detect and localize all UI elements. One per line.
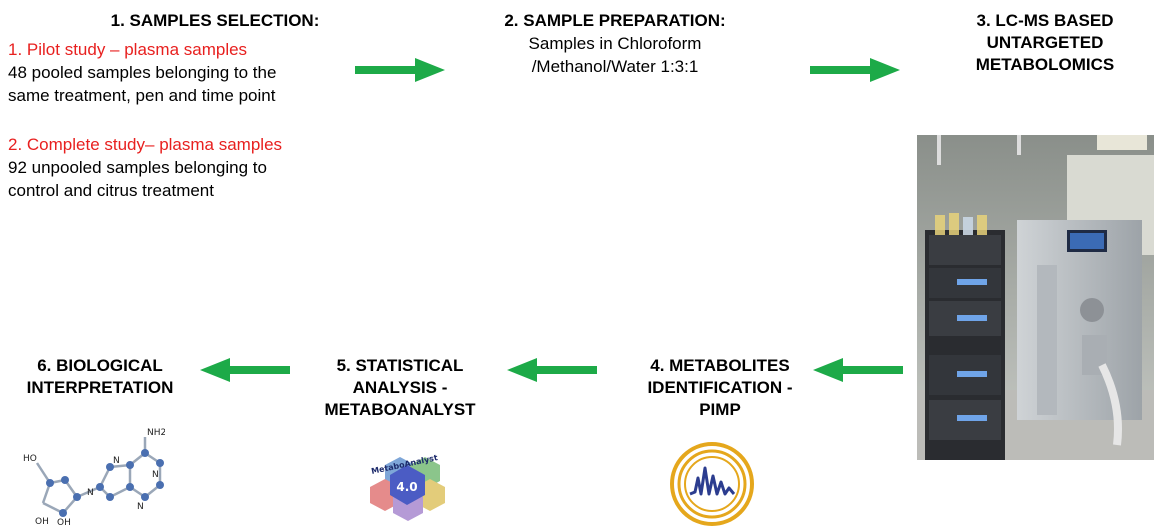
arrow-step4-to-step5: [507, 358, 597, 382]
step3-title-line2: UNTARGETED: [986, 33, 1104, 52]
pilot-study-title: 1. Pilot study – plasma samples: [8, 40, 248, 59]
metaboanalyst-logo: 4.0 MetaboAnalyst: [355, 445, 455, 527]
complete-study-line2: control and citrus treatment: [8, 181, 214, 200]
complete-study-line1: 92 unpooled samples belonging to: [8, 158, 267, 177]
arrow-step3-to-step4: [813, 358, 903, 382]
molecule-label-n4: N: [152, 470, 159, 480]
arrow-step2-to-step3: [810, 58, 900, 82]
step1-title: 1. SAMPLES SELECTION:: [110, 11, 320, 30]
complete-study-title: 2. Complete study– plasma samples: [8, 135, 283, 154]
pilot-study-block: 1. Pilot study – plasma samples 48 poole…: [8, 38, 428, 107]
step5-title-line2: ANALYSIS -: [352, 378, 448, 397]
step4-title-line1: 4. METABOLITES: [650, 356, 790, 375]
step5-title-line1: 5. STATISTICAL: [336, 356, 464, 375]
lcms-instrument-photo: [917, 135, 1154, 460]
step3-title-line1: 3. LC-MS BASED: [976, 11, 1114, 30]
step6-title-line1: 6. BIOLOGICAL: [37, 356, 163, 375]
molecule-label-ho: HO: [23, 454, 37, 464]
step3-title: 3. LC-MS BASED UNTARGETED METABOLOMICS: [950, 10, 1140, 76]
molecule-label-oh1: OH: [35, 517, 49, 527]
molecule-label-oh2: OH: [57, 518, 71, 527]
pilot-study-line2: same treatment, pen and time point: [8, 86, 276, 105]
arrow-step5-to-step6: [200, 358, 290, 382]
step6-title: 6. BIOLOGICAL INTERPRETATION: [0, 355, 200, 399]
metaboanalyst-version: 4.0: [396, 480, 417, 494]
step4-title: 4. METABOLITES IDENTIFICATION - PIMP: [620, 355, 820, 421]
molecule-label-nh2: NH2: [147, 428, 165, 438]
step6-title-line2: INTERPRETATION: [26, 378, 174, 397]
step2-block: 2. SAMPLE PREPARATION: Samples in Chloro…: [490, 10, 740, 78]
step4-title-line3: PIMP: [699, 400, 741, 419]
pilot-study-line1: 48 pooled samples belonging to the: [8, 63, 277, 82]
step2-line1: Samples in Chloroform: [528, 34, 702, 53]
step2-line2: /Methanol/Water 1:3:1: [531, 57, 699, 76]
pimp-logo: [665, 438, 760, 527]
molecule-structure-image: NH2 HO OH OH N N N N: [15, 425, 166, 528]
step1-content: 1. Pilot study – plasma samples 48 poole…: [8, 38, 428, 202]
step4-title-line2: IDENTIFICATION -: [647, 378, 793, 397]
step2-title: 2. SAMPLE PREPARATION:: [504, 11, 726, 30]
arrow-step1-to-step2: [355, 58, 445, 82]
step3-title-line3: METABOLOMICS: [975, 55, 1115, 74]
complete-study-block: 2. Complete study– plasma samples 92 unp…: [8, 133, 428, 202]
step5-title-line3: METABOANALYST: [324, 400, 476, 419]
step5-title: 5. STATISTICAL ANALYSIS - METABOANALYST: [305, 355, 495, 421]
molecule-label-n3: N: [137, 502, 144, 512]
molecule-label-n2: N: [113, 456, 120, 466]
molecule-label-n1: N: [87, 488, 94, 498]
